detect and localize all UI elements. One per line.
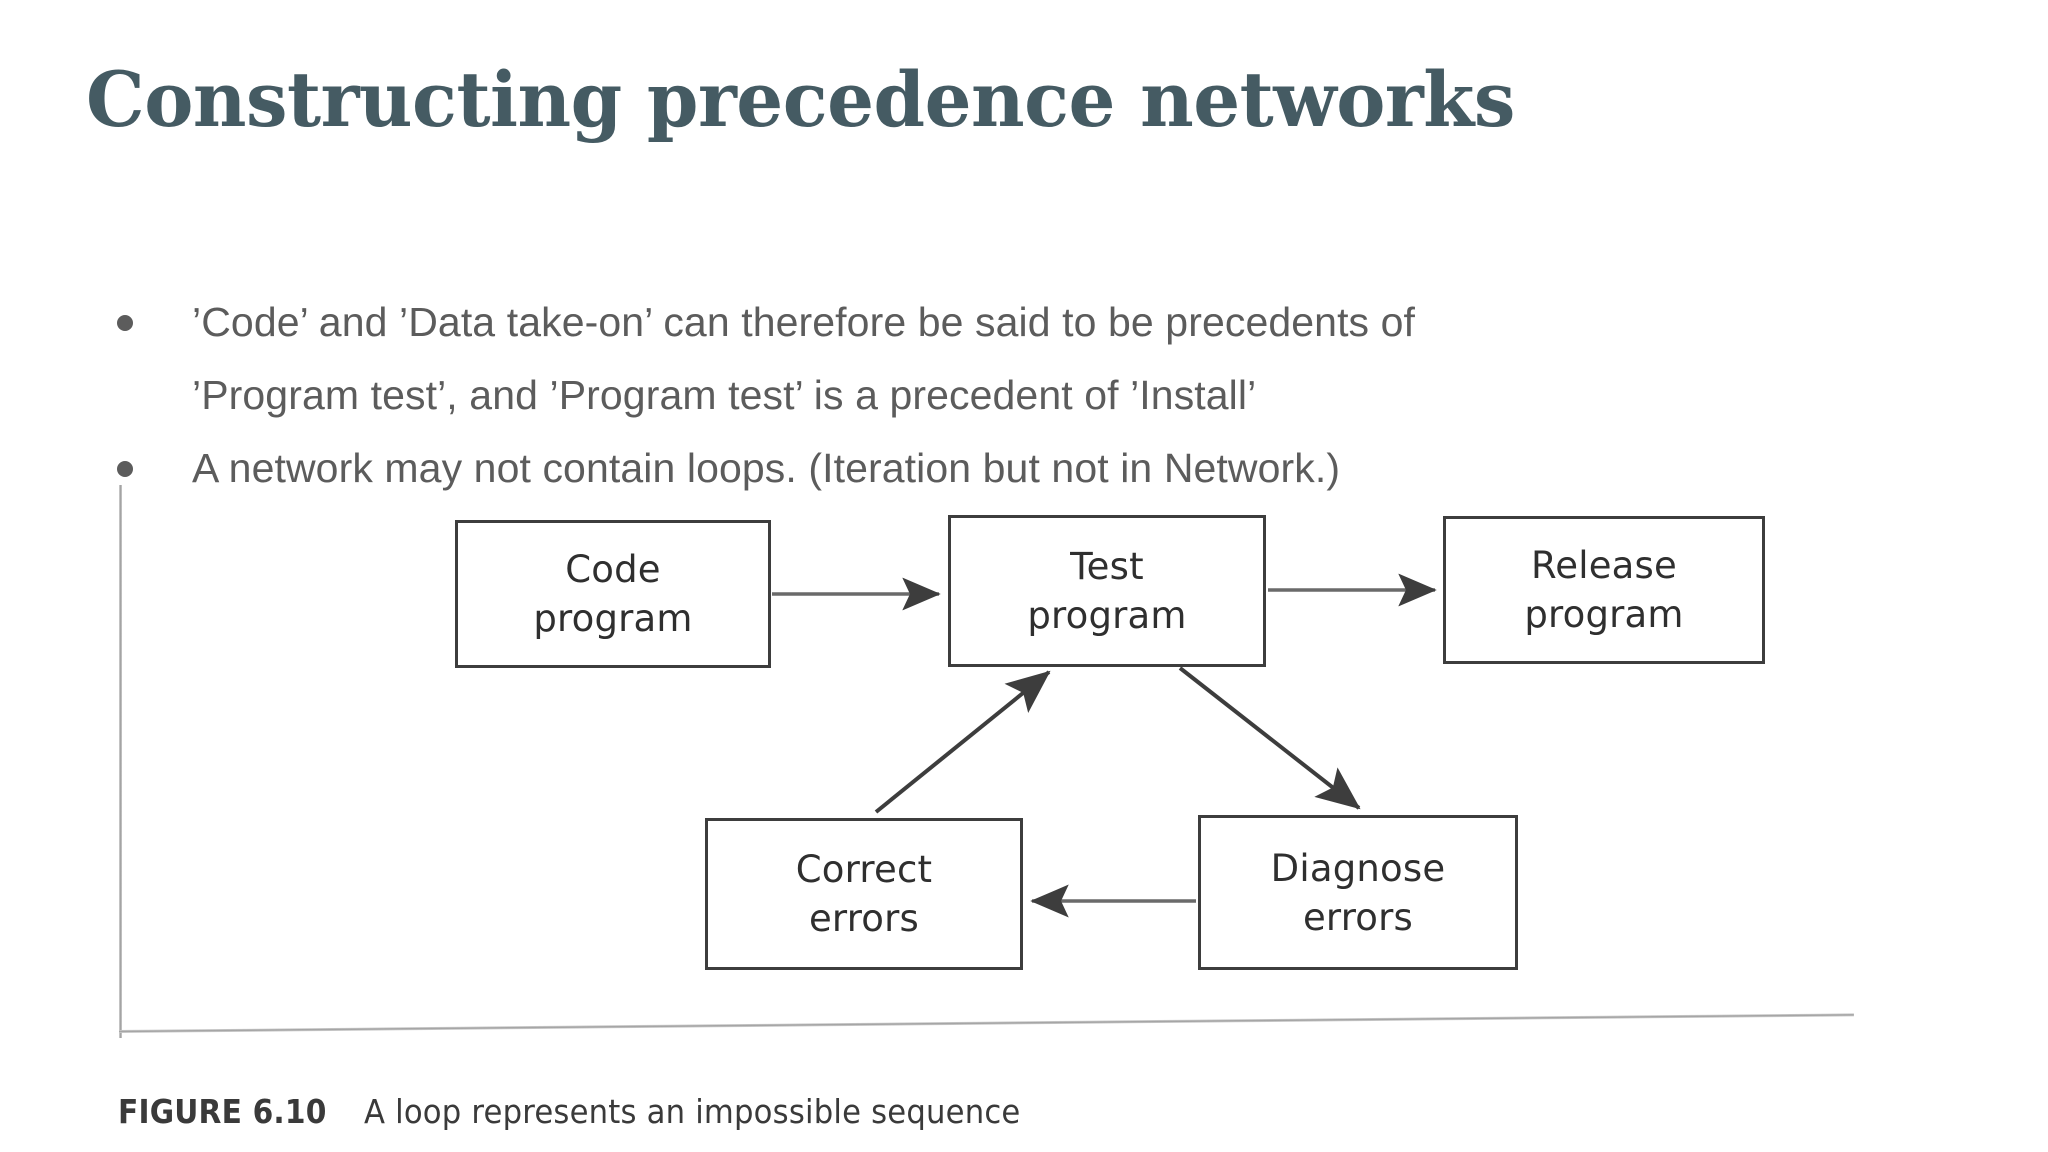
list-item: ’Code’ and ’Data take-on’ can therefore …: [104, 286, 1994, 432]
node-label-line-2: errors: [1302, 895, 1414, 939]
node-label-line-2: program: [1027, 594, 1187, 637]
node-label-line-2: program: [533, 597, 693, 640]
node-release-program[interactable]: Release program: [1443, 516, 1765, 664]
node-label-line-2: program: [1524, 593, 1684, 636]
node-test-program[interactable]: Test program: [948, 515, 1266, 667]
bullet-list: ’Code’ and ’Data take-on’ can therefore …: [104, 286, 1994, 505]
list-item-line-2: ’Program test’, and ’Program test’ is a …: [192, 372, 1257, 418]
node-label-line-1: Release: [1531, 544, 1677, 587]
figure-caption: FIGURE 6.10 A loop represents an impossib…: [118, 1092, 1070, 1131]
bullet-point-icon: [117, 461, 133, 477]
node-label-line-1: Code: [565, 548, 661, 591]
list-item-line-1: ’Code’ and ’Data take-on’ can therefore …: [192, 299, 1416, 345]
bullet-point-icon: [117, 315, 133, 331]
node-code-program[interactable]: Code program: [455, 520, 771, 668]
list-item-line-1: A network may not contain loops. (Iterat…: [192, 445, 1341, 491]
precedence-network-diagram: Code program Test program Release progra…: [0, 460, 2048, 1080]
list-item-text: ’Code’ and ’Data take-on’ can therefore …: [192, 286, 1994, 432]
node-diagnose-errors[interactable]: Diagnose errors: [1198, 815, 1518, 970]
figure-caption-text: A loop represents an impossible sequence: [363, 1092, 1021, 1131]
node-correct-errors[interactable]: Correct errors: [705, 818, 1023, 970]
edge-test-to-diagnose: [1178, 666, 1361, 810]
list-item: A network may not contain loops. (Iterat…: [104, 432, 1994, 505]
page-title: Constructing precedence networks: [86, 55, 1515, 144]
node-label-line-1: Diagnose: [1270, 846, 1446, 890]
node-label-line-2: errors: [808, 897, 920, 940]
edge-correct-to-test: [874, 670, 1051, 814]
scan-border-vertical: [119, 485, 122, 1038]
figure-caption-label: FIGURE 6.10: [118, 1092, 327, 1131]
figure-precedence-network: Code program Test program Release progra…: [0, 460, 2048, 1152]
node-label-line-1: Correct: [795, 848, 933, 891]
list-item-text: A network may not contain loops. (Iterat…: [192, 432, 1994, 505]
node-label-line-1: Test: [1070, 545, 1144, 588]
